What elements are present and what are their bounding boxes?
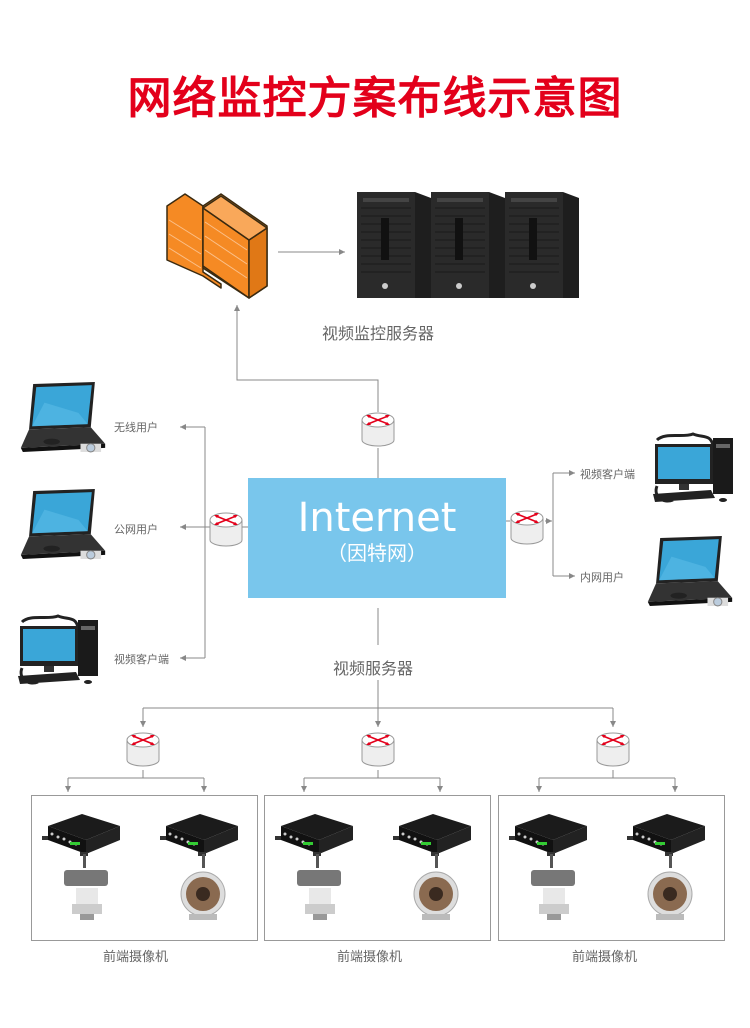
internet-subtitle: （因特网） <box>327 541 427 565</box>
ir-bullet-camera-icon <box>413 854 459 921</box>
front-camera-group-3 <box>498 795 725 941</box>
wire-router-firewall <box>234 305 379 412</box>
laptop-icon <box>20 489 106 560</box>
front-camera-label-2: 前端摄像机 <box>337 950 403 965</box>
ir-bullet-camera-icon <box>180 854 226 921</box>
left-client-label-public: 公网用户 <box>114 523 158 536</box>
front-camera-group-2 <box>264 795 491 941</box>
wire-group-3 <box>536 770 678 792</box>
ir-bullet-camera-icon <box>647 854 693 921</box>
internet-cloud-box: Internet （因特网） <box>248 478 506 598</box>
left-client-label-video: 视频客户端 <box>114 653 169 666</box>
front-camera-label-1: 前端摄像机 <box>103 950 169 965</box>
ptz-camera-icon <box>297 854 341 920</box>
dvr-encoder-icon <box>627 814 705 856</box>
desktop-pc-icon <box>16 614 100 686</box>
router-icon-group-2 <box>361 732 395 767</box>
router-icon-left <box>209 512 243 547</box>
dvr-encoder-icon <box>275 814 353 856</box>
wire-group-2 <box>301 770 443 792</box>
dvr-encoder-icon <box>393 814 471 856</box>
front-camera-label-3: 前端摄像机 <box>572 950 638 965</box>
ptz-camera-icon <box>531 854 575 920</box>
right-client-label-video: 视频客户端 <box>580 468 635 481</box>
front-camera-group-1 <box>31 795 258 941</box>
ptz-camera-icon <box>64 854 108 920</box>
video-monitor-server-label: 视频监控服务器 <box>322 324 435 343</box>
dvr-encoder-icon <box>42 814 120 856</box>
router-icon-group-3 <box>596 732 630 767</box>
router-icon-top <box>361 412 395 447</box>
server-cluster <box>355 186 585 306</box>
dvr-encoder-icon <box>160 814 238 856</box>
laptop-icon <box>20 382 106 453</box>
diagram-title: 网络监控方案布线示意图 <box>127 73 623 124</box>
left-client-label-wireless: 无线用户 <box>114 421 158 434</box>
router-icon-group-1 <box>126 732 160 767</box>
desktop-pc-icon <box>651 432 735 504</box>
video-server-label: 视频服务器 <box>333 659 414 678</box>
dvr-encoder-icon <box>509 814 587 856</box>
router-icon-right <box>510 510 544 545</box>
firewall-icon <box>166 193 268 299</box>
wire-group-1 <box>65 770 207 792</box>
right-client-label-intranet: 内网用户 <box>580 571 624 584</box>
laptop-icon <box>647 536 733 607</box>
tower-server-icon <box>357 191 580 299</box>
internet-title: Internet <box>297 495 457 541</box>
